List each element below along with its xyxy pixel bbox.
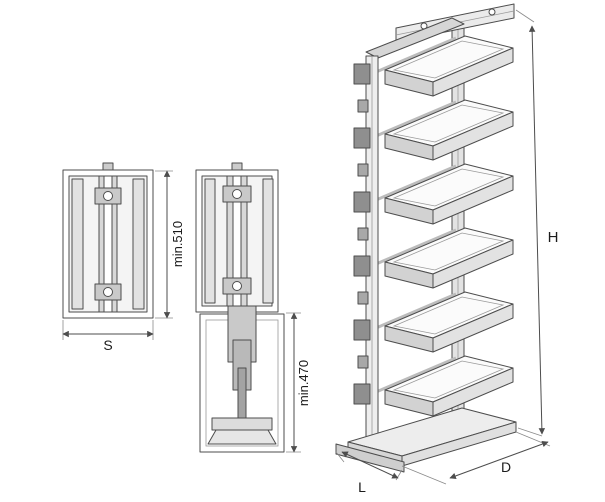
extension-lines [62, 170, 173, 340]
plan-view-frame [62, 162, 154, 319]
dim-label-min510: min.510 [170, 221, 185, 267]
side-view-dimensions: min.470 [286, 312, 311, 453]
ladder-rungs [375, 36, 457, 394]
dim-label-min470: min.470 [296, 360, 311, 406]
dim-line-d [449, 440, 549, 480]
isometric-dimensions: H D L [335, 9, 559, 495]
dim-label-l: L [358, 479, 366, 495]
dim-line-h [528, 25, 546, 435]
side-view-extended [195, 162, 285, 453]
isometric-view [335, 3, 517, 473]
plan-view-dimensions: S min.510 [62, 170, 185, 353]
dim-label-s: S [103, 337, 112, 353]
dim-label-h: H [548, 229, 559, 246]
dim-line-l [341, 451, 399, 479]
dim-label-d: D [501, 459, 511, 475]
slide-clamps [357, 99, 369, 369]
